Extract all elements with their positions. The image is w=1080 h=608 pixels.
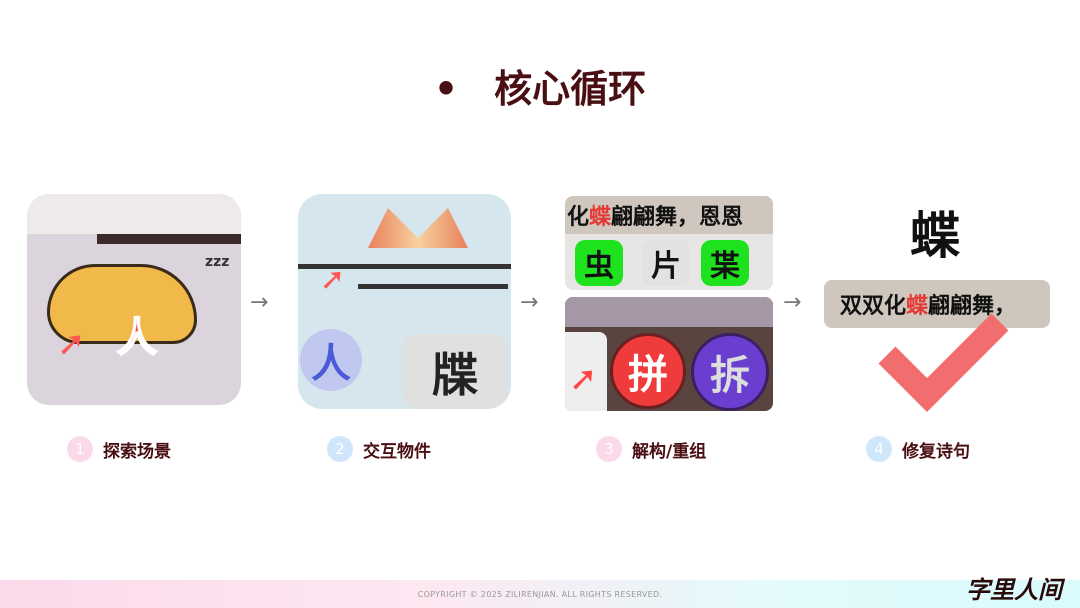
- checkmark-icon: [878, 313, 1009, 412]
- explore-scene-image: zzz 人 ➚: [27, 194, 241, 405]
- step-number: 1: [67, 436, 93, 462]
- result-char: 蝶: [910, 206, 960, 265]
- die-char-tile: 牒: [402, 334, 508, 409]
- book-illustration: [368, 208, 468, 248]
- flow-arrow: →: [783, 290, 802, 315]
- pointer-arrow-icon: ➚: [569, 359, 598, 399]
- piece-tile: 枼: [701, 240, 749, 286]
- deconstruct-image: 化蝶翩翩舞，恩恩 虫 片 枼: [565, 196, 773, 290]
- step-number: 4: [866, 436, 892, 462]
- step-number: 3: [596, 436, 622, 462]
- footer-bar: [0, 580, 1080, 608]
- person-char: 人: [116, 313, 158, 362]
- pointer-arrow-icon: ➚: [57, 324, 86, 364]
- piece-tile: 虫: [575, 240, 623, 286]
- join-button: 拼: [610, 333, 686, 409]
- brand-logo: 字里人间: [966, 575, 1062, 604]
- piece-tile: 片: [642, 240, 690, 286]
- recombine-image: 拼 拆 ➚: [565, 297, 773, 411]
- flow-arrow: →: [250, 290, 269, 315]
- split-button: 拆: [691, 333, 769, 411]
- dog-illustration: [47, 264, 197, 344]
- copyright: COPYRIGHT © 2025 ZILIRENJIAN. ALL RIGHTS…: [417, 590, 663, 599]
- interact-object-image: ➚ 人 牒: [298, 194, 511, 409]
- poem-strip: 双双化蝶翩翩舞，: [824, 280, 1050, 328]
- flow-arrow: →: [520, 290, 539, 315]
- person-char-button: 人: [300, 329, 362, 391]
- step-number: 2: [327, 436, 353, 462]
- page-title: •核心循环: [433, 66, 647, 111]
- pointer-arrow-icon: ➚: [320, 262, 346, 297]
